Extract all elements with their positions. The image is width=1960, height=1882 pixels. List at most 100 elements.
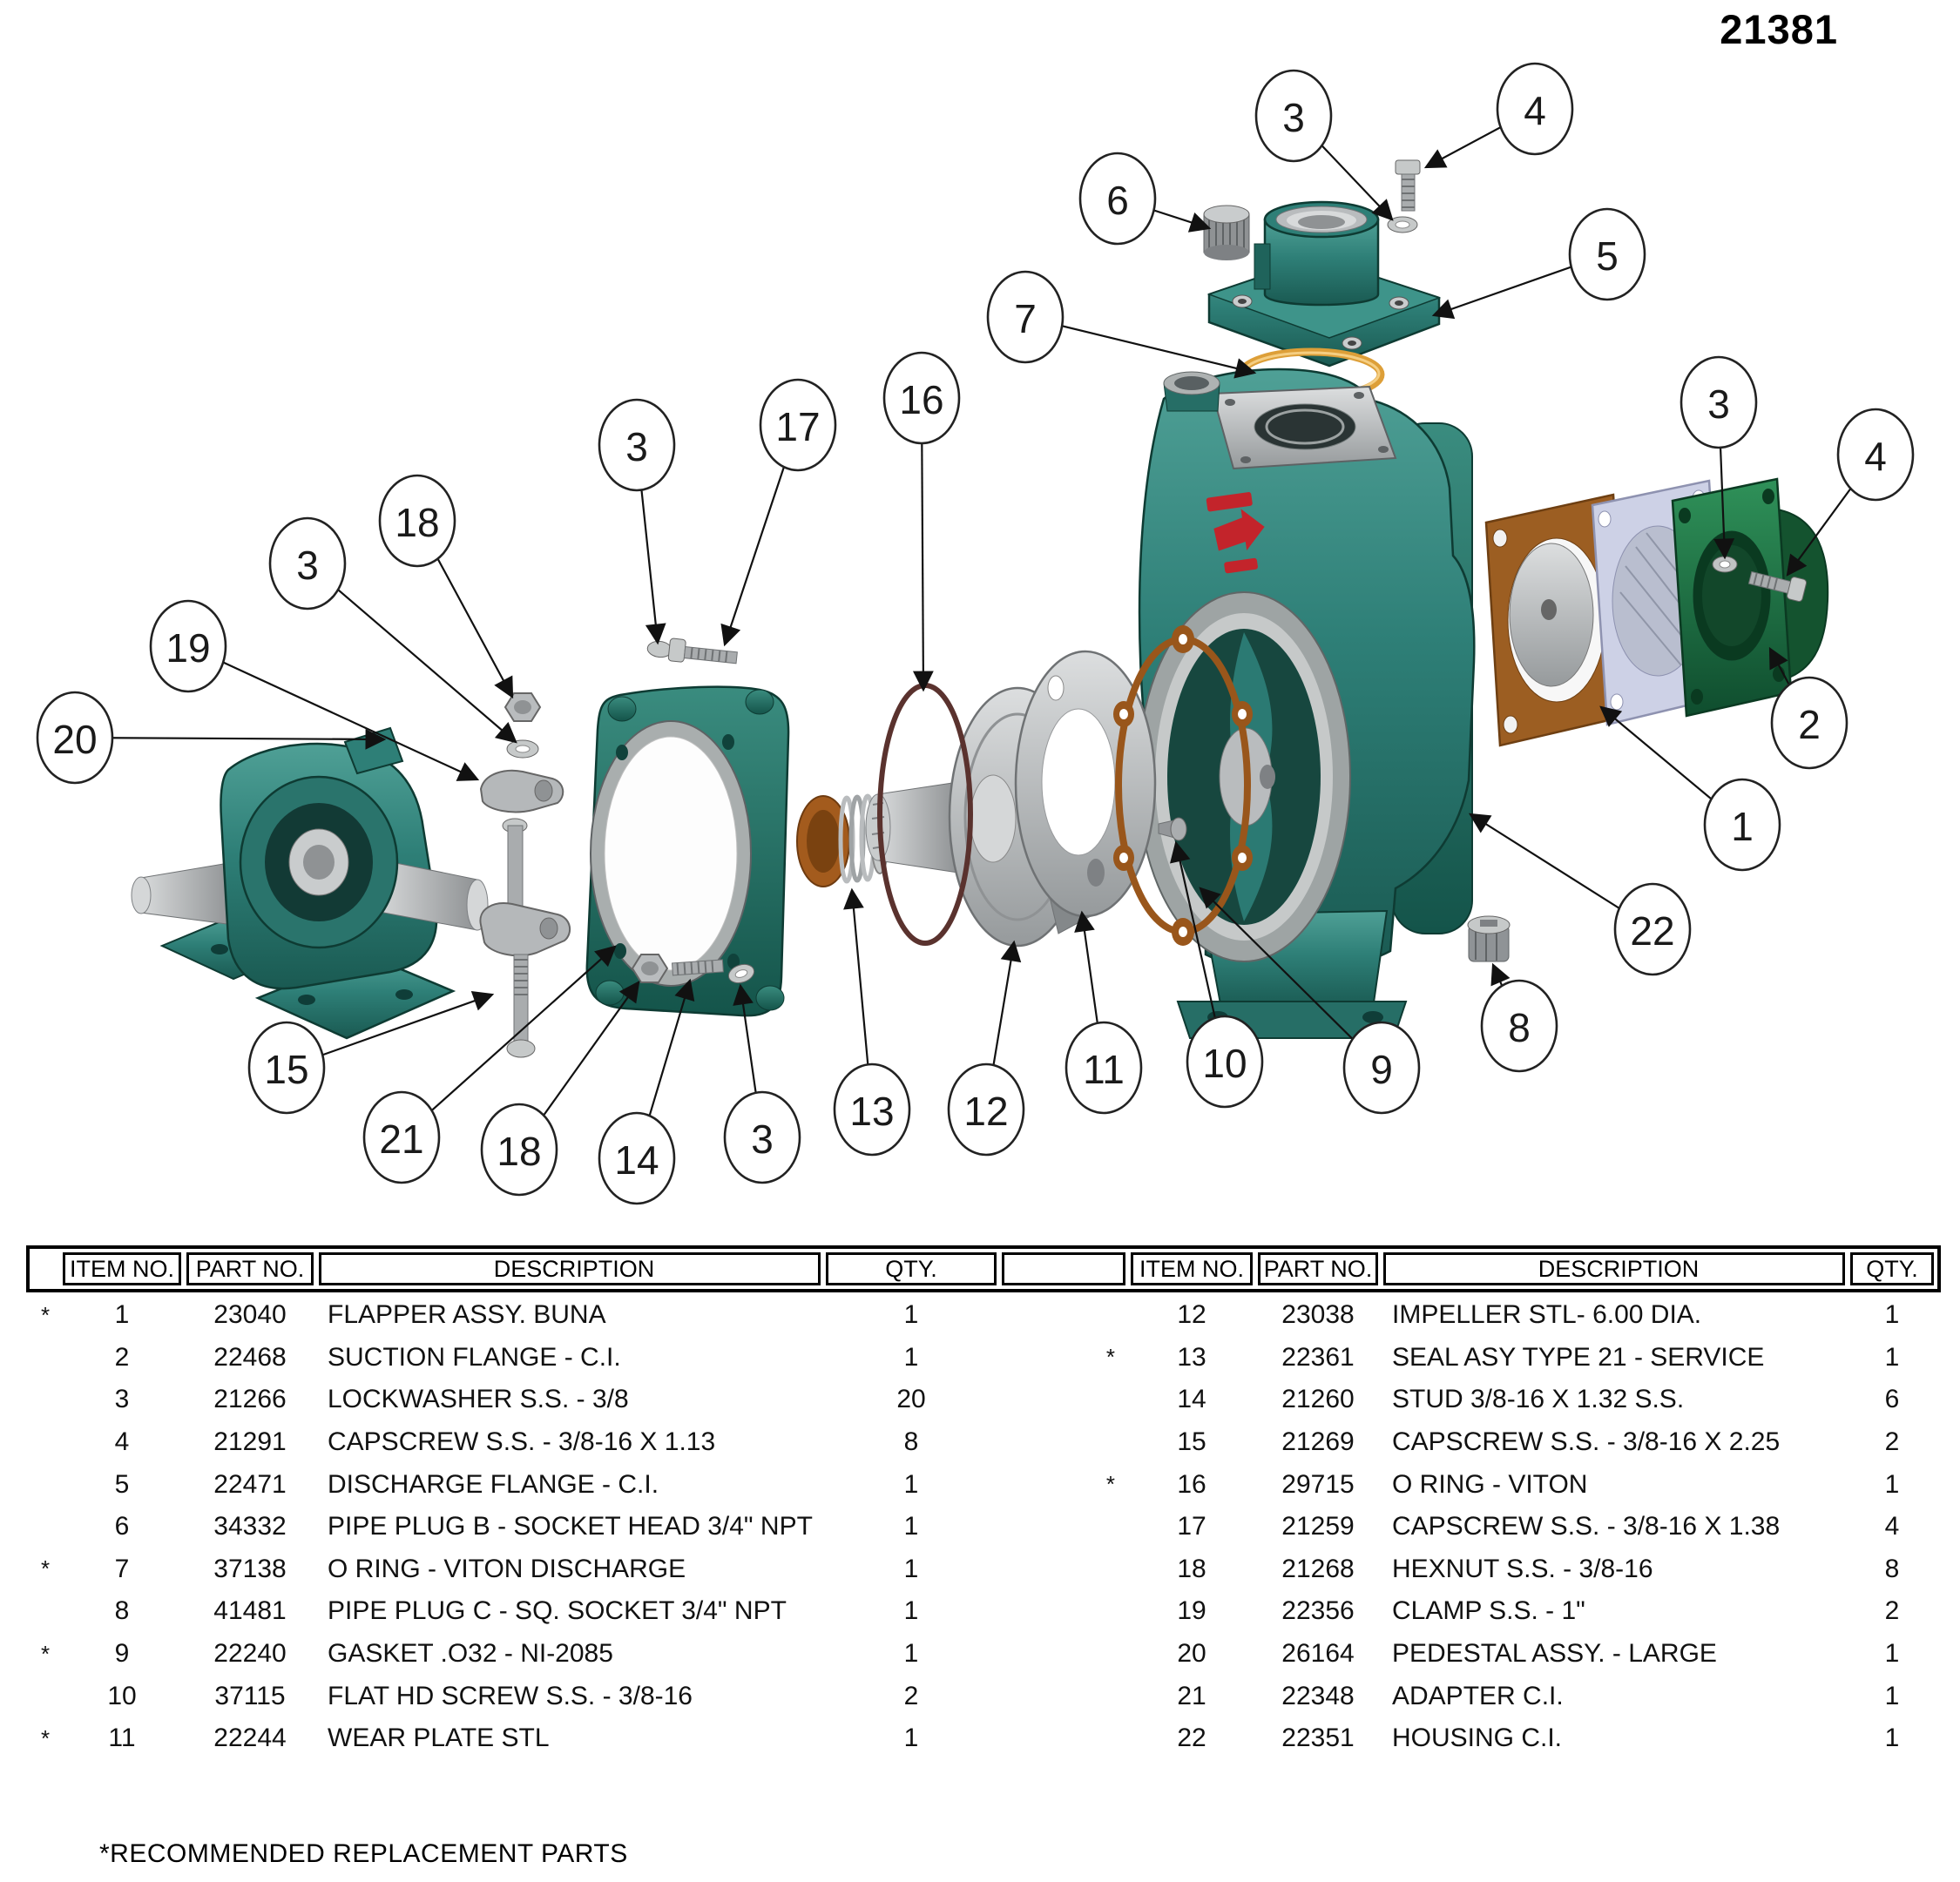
callout-balloon xyxy=(36,691,114,785)
part-no: 22351 xyxy=(1281,1723,1355,1753)
callout-balloon xyxy=(1680,355,1758,449)
part-capscrew-right xyxy=(1747,570,1808,603)
qty: 1 xyxy=(1884,1300,1900,1330)
qty: 1 xyxy=(903,1469,919,1499)
qty: 1 xyxy=(1884,1639,1900,1669)
part-adapter xyxy=(585,685,790,1017)
qty: 1 xyxy=(903,1300,919,1330)
callout-number: 5 xyxy=(1596,233,1619,279)
callout-balloon xyxy=(1342,1021,1421,1115)
description: LOCKWASHER S.S. - 3/8 xyxy=(328,1385,629,1414)
part-housing xyxy=(1137,368,1476,1039)
item-no: 4 xyxy=(114,1427,130,1457)
callout-balloon xyxy=(1703,778,1781,872)
part-no: 22471 xyxy=(213,1469,287,1499)
part-no: 21260 xyxy=(1281,1385,1355,1414)
callout-number: 15 xyxy=(264,1047,308,1092)
part-no: 21259 xyxy=(1281,1512,1355,1541)
callout-number: 13 xyxy=(849,1089,894,1134)
description: CAPSCREW S.S. - 3/8-16 X 2.25 xyxy=(1392,1427,1781,1457)
item-no: 20 xyxy=(1177,1639,1206,1669)
part-no: 37115 xyxy=(214,1681,286,1710)
qty: 1 xyxy=(903,1723,919,1753)
item-no: 17 xyxy=(1177,1512,1206,1541)
description: CAPSCREW S.S. - 3/8-16 X 1.13 xyxy=(328,1427,716,1457)
callout-balloon xyxy=(1496,62,1574,156)
part-no: 41481 xyxy=(213,1596,287,1626)
brand-logo xyxy=(1206,492,1265,574)
qty: 1 xyxy=(903,1596,919,1626)
column-header xyxy=(33,1252,57,1285)
star-marker: * xyxy=(40,1555,51,1582)
qty: 2 xyxy=(1884,1427,1900,1457)
callout-balloon xyxy=(362,1090,441,1184)
item-no: 10 xyxy=(107,1681,137,1710)
item-no: 16 xyxy=(1177,1469,1206,1499)
callout-balloon xyxy=(378,474,456,568)
item-no: 8 xyxy=(114,1596,130,1626)
footnote: *RECOMMENDED REPLACEMENT PARTS xyxy=(99,1839,628,1868)
item-no: 3 xyxy=(114,1385,130,1414)
star-marker: * xyxy=(1105,1344,1115,1371)
part-hexnut-lower xyxy=(631,954,669,983)
item-no: 18 xyxy=(1177,1554,1206,1583)
part-pipe-plug-b xyxy=(1203,205,1250,260)
part-lockwasher-lower xyxy=(727,963,755,984)
column-header: QTY. xyxy=(826,1252,997,1285)
item-no: 1 xyxy=(114,1300,130,1330)
description: HEXNUT S.S. - 3/8-16 xyxy=(1392,1554,1653,1583)
item-no: 22 xyxy=(1177,1723,1206,1753)
part-no: 22356 xyxy=(1281,1596,1355,1626)
description: PIPE PLUG C - SQ. SOCKET 3/4" NPT xyxy=(328,1596,787,1626)
part-flat-hd-screw xyxy=(1158,817,1187,841)
leader-line xyxy=(74,728,387,750)
part-no: 29715 xyxy=(1281,1469,1355,1499)
description: SUCTION FLANGE - C.I. xyxy=(328,1342,621,1372)
callout-number: 18 xyxy=(395,500,439,545)
description: SEAL ASY TYPE 21 - SERVICE xyxy=(1392,1342,1765,1372)
item-no: 9 xyxy=(114,1639,130,1669)
qty: 1 xyxy=(903,1639,919,1669)
qty: 2 xyxy=(1884,1596,1900,1626)
part-no: 22468 xyxy=(213,1342,287,1372)
qty: 1 xyxy=(1884,1681,1900,1710)
leader-line xyxy=(401,945,617,1138)
callout-number: 17 xyxy=(775,404,820,449)
callout-balloon xyxy=(947,1062,1025,1157)
description: CAPSCREW S.S. - 3/8-16 X 1.38 xyxy=(1392,1512,1781,1541)
item-no: 6 xyxy=(114,1512,130,1541)
column-header: DESCRIPTION xyxy=(319,1252,821,1285)
description: CLAMP S.S. - 1" xyxy=(1392,1596,1585,1626)
callout-number: 16 xyxy=(899,377,943,422)
qty: 1 xyxy=(1884,1469,1900,1499)
item-no: 11 xyxy=(108,1723,136,1753)
callout-number: 18 xyxy=(497,1129,541,1174)
callout-number: 10 xyxy=(1202,1041,1247,1086)
part-no: 23038 xyxy=(1281,1300,1355,1330)
item-no: 7 xyxy=(114,1554,130,1583)
qty: 20 xyxy=(896,1385,926,1414)
callout-balloon xyxy=(1186,1015,1264,1109)
item-no: 12 xyxy=(1177,1300,1206,1330)
part-no: 22240 xyxy=(213,1639,287,1669)
description: O RING - VITON xyxy=(1392,1469,1588,1499)
part-clamp-a xyxy=(479,769,564,813)
column-header: PART NO. xyxy=(186,1252,314,1285)
qty: 1 xyxy=(903,1342,919,1372)
item-no: 21 xyxy=(1177,1681,1206,1710)
item-no: 5 xyxy=(114,1469,130,1499)
callout-number: 19 xyxy=(166,625,210,671)
part-gasket xyxy=(1113,625,1253,946)
column-header: ITEM NO. xyxy=(1131,1252,1253,1285)
item-no: 15 xyxy=(1177,1427,1206,1457)
callout-number: 20 xyxy=(52,717,97,762)
qty: 1 xyxy=(1884,1723,1900,1753)
